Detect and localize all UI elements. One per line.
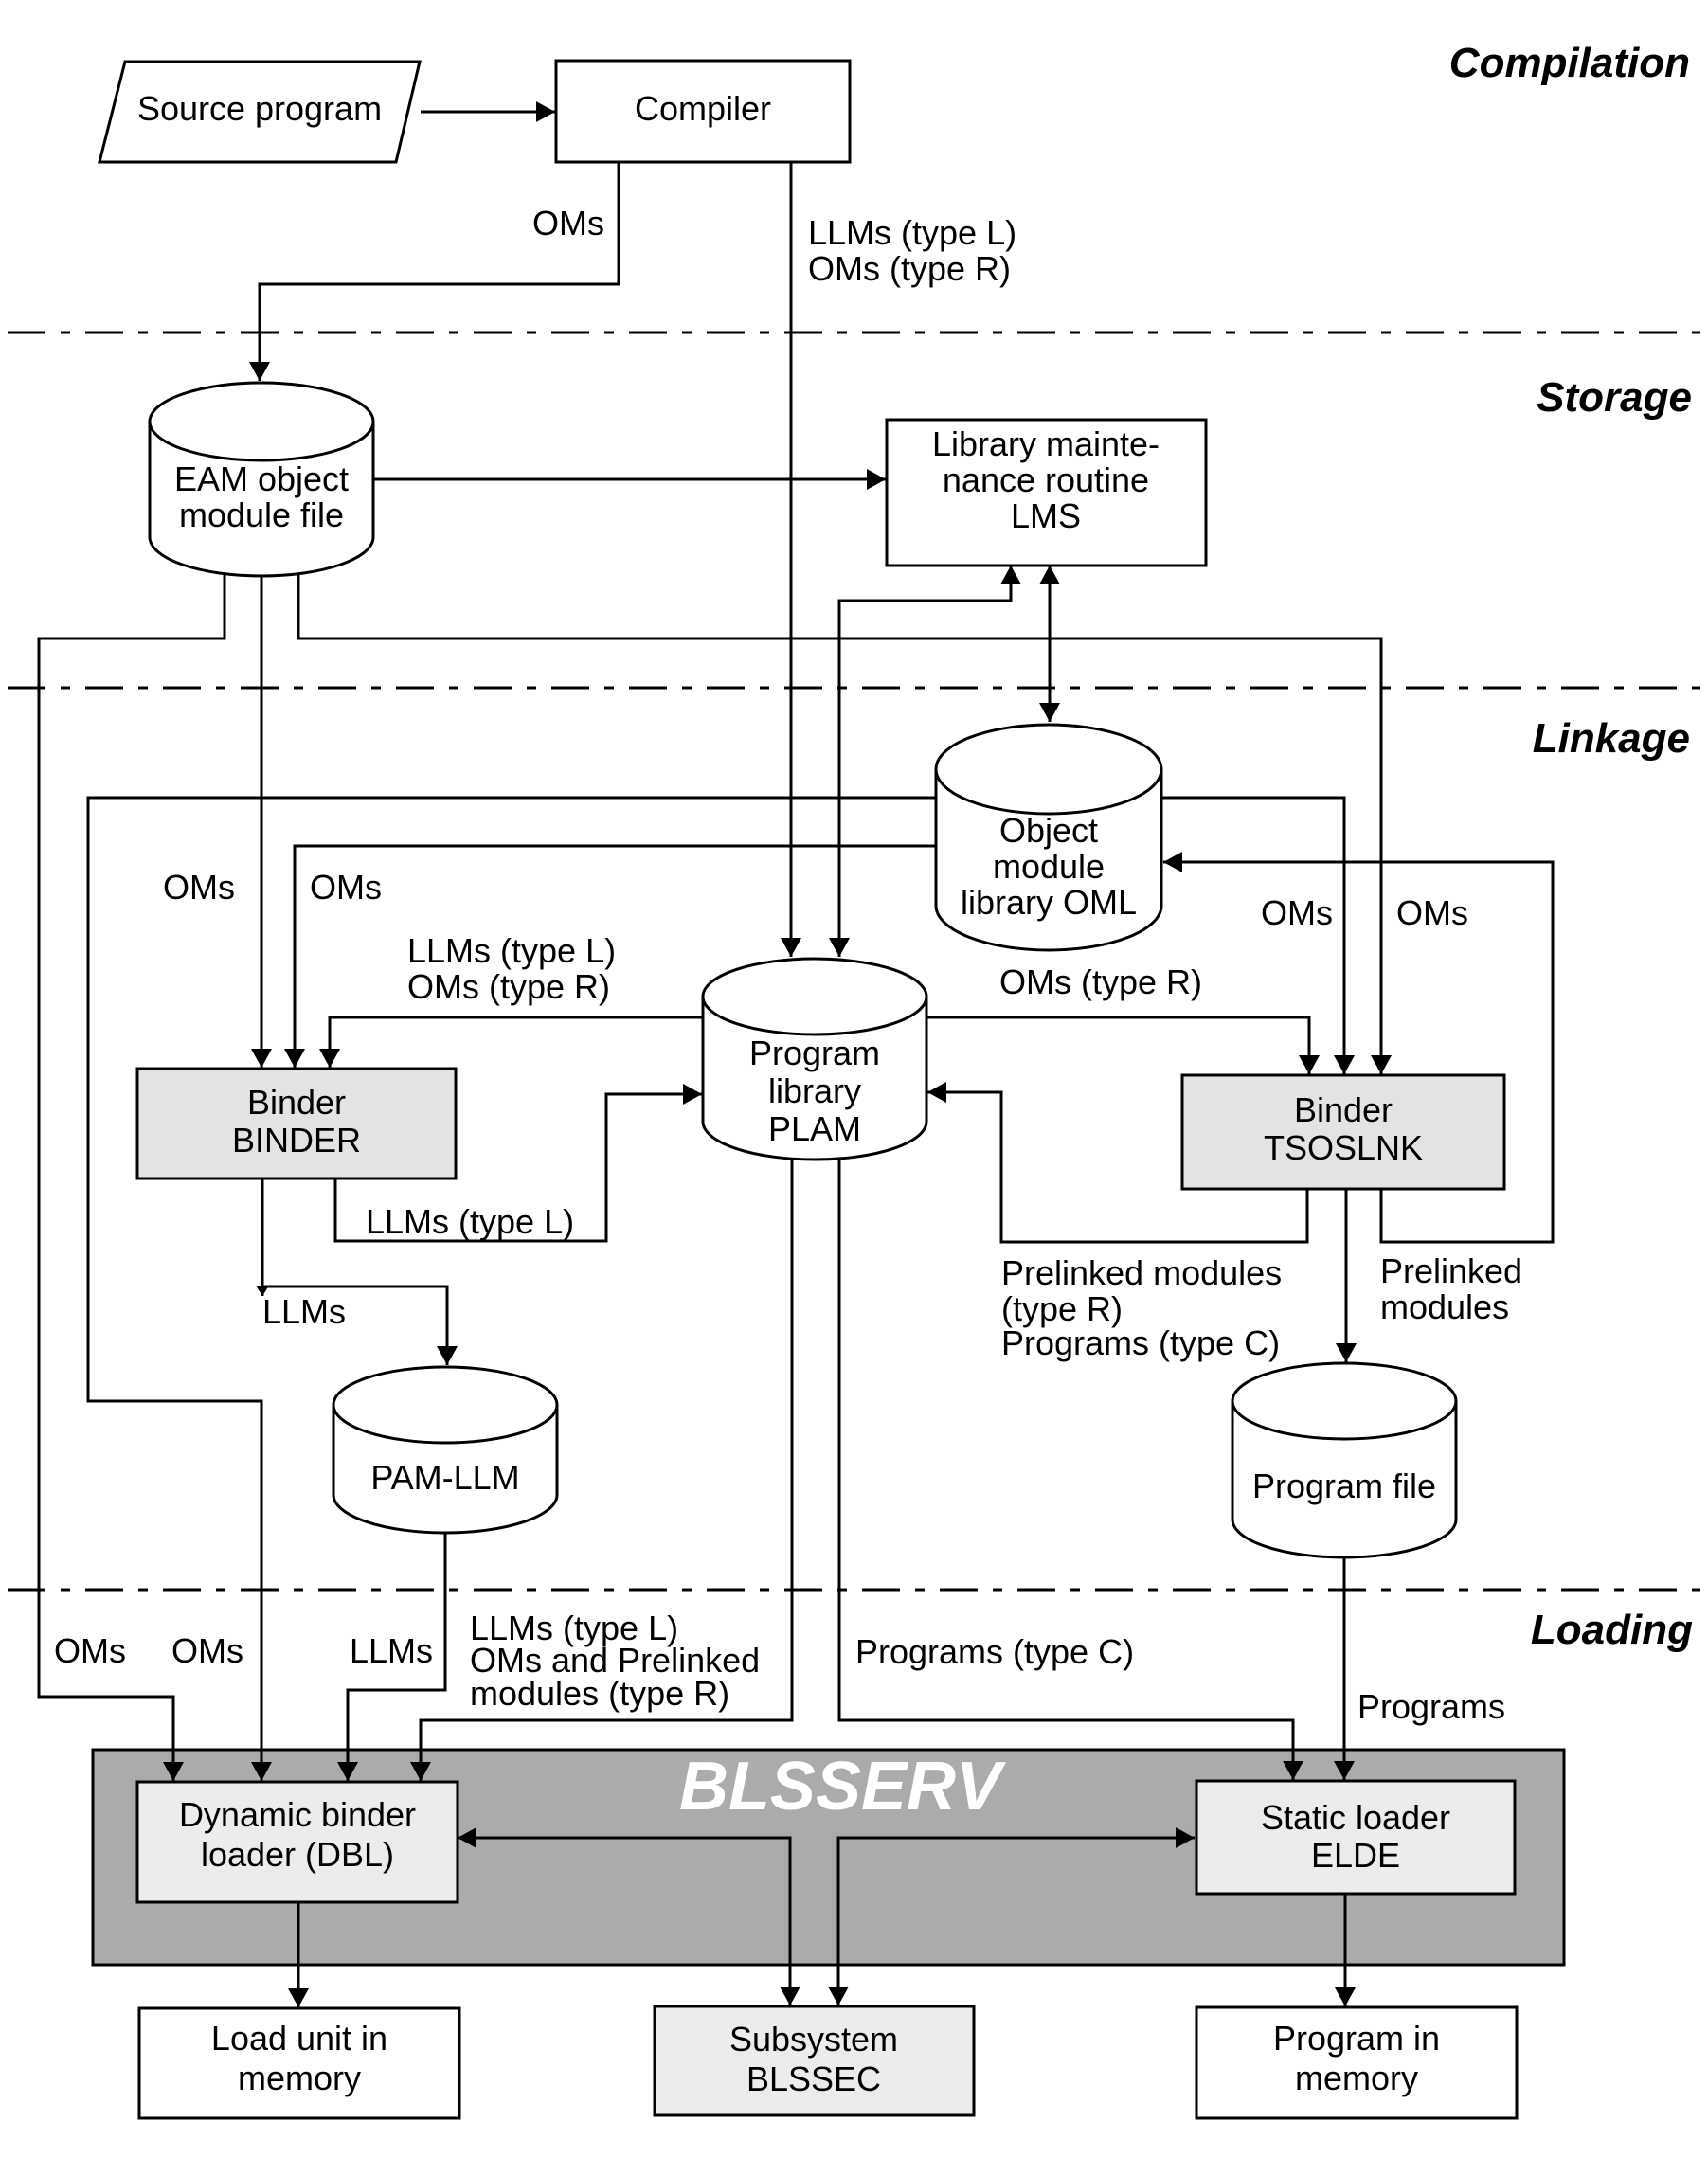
svg-text:Load unit in: Load unit in [211,2019,387,2058]
svg-text:Static loader: Static loader [1261,1798,1450,1837]
svg-text:library OML: library OML [961,883,1137,922]
svg-text:Binder: Binder [1294,1090,1393,1129]
svg-text:Program file: Program file [1252,1466,1436,1505]
svg-text:Library mainte-: Library mainte- [932,424,1160,463]
svg-text:LLMs (type L): LLMs (type L) [808,213,1016,252]
svg-text:Prelinked: Prelinked [1380,1251,1522,1290]
svg-text:BINDER: BINDER [232,1121,361,1160]
svg-text:LLMs (type L): LLMs (type L) [470,1609,678,1647]
svg-text:LLMs (type L): LLMs (type L) [366,1202,574,1241]
svg-text:library: library [768,1071,861,1110]
svg-text:LLMs: LLMs [350,1631,433,1670]
svg-text:Program in: Program in [1273,2019,1440,2058]
svg-text:Linkage: Linkage [1533,715,1690,762]
svg-text:module file: module file [179,495,344,534]
svg-text:memory: memory [238,2059,361,2097]
svg-text:TSOSLNK: TSOSLNK [1264,1128,1423,1167]
svg-text:OMs: OMs [1396,893,1468,932]
svg-text:PAM-LLM: PAM-LLM [370,1458,519,1497]
svg-text:Storage: Storage [1537,374,1692,421]
svg-text:Programs (type C): Programs (type C) [1001,1323,1280,1362]
svg-text:loader (DBL): loader (DBL) [201,1835,394,1874]
svg-text:Programs (type C): Programs (type C) [855,1632,1134,1671]
svg-text:OMs: OMs [1261,893,1333,932]
svg-text:Compiler: Compiler [635,89,771,128]
svg-text:Object: Object [999,811,1098,850]
svg-text:Prelinked modules: Prelinked modules [1001,1253,1282,1292]
svg-text:PLAM: PLAM [768,1109,861,1148]
svg-text:Programs: Programs [1357,1687,1505,1726]
svg-text:LLMs (type L): LLMs (type L) [407,931,616,970]
svg-text:OMs and Prelinked: OMs and Prelinked [470,1641,760,1680]
svg-text:OMs (type R): OMs (type R) [808,249,1011,288]
svg-text:OMs: OMs [310,868,382,907]
svg-text:Binder: Binder [247,1083,346,1122]
svg-text:modules (type R): modules (type R) [470,1674,729,1713]
svg-text:Subsystem: Subsystem [729,2020,898,2059]
svg-text:ELDE: ELDE [1311,1836,1400,1875]
svg-text:Compilation: Compilation [1449,40,1690,86]
svg-text:Source program: Source program [137,89,382,128]
svg-text:module: module [993,847,1105,886]
svg-text:Dynamic binder: Dynamic binder [179,1795,416,1834]
svg-text:Program: Program [749,1034,880,1072]
svg-text:OMs: OMs [171,1631,243,1670]
svg-text:LMS: LMS [1011,496,1081,535]
svg-text:Loading: Loading [1531,1607,1693,1653]
svg-text:memory: memory [1295,2059,1418,2097]
svg-text:BLSSEC: BLSSEC [746,2059,881,2098]
svg-text:modules: modules [1380,1287,1509,1326]
svg-text:OMs: OMs [532,204,604,243]
svg-text:OMs (type R): OMs (type R) [407,967,610,1006]
svg-text:nance routine: nance routine [943,460,1149,499]
svg-text:LLMs: LLMs [262,1292,346,1331]
svg-text:EAM object: EAM object [174,459,349,498]
svg-text:BLSSERV: BLSSERV [679,1749,1007,1825]
svg-text:OMs: OMs [54,1631,126,1670]
svg-text:OMs: OMs [163,868,235,907]
svg-text:OMs (type R): OMs (type R) [999,962,1202,1001]
svg-text:(type R): (type R) [1001,1289,1123,1328]
